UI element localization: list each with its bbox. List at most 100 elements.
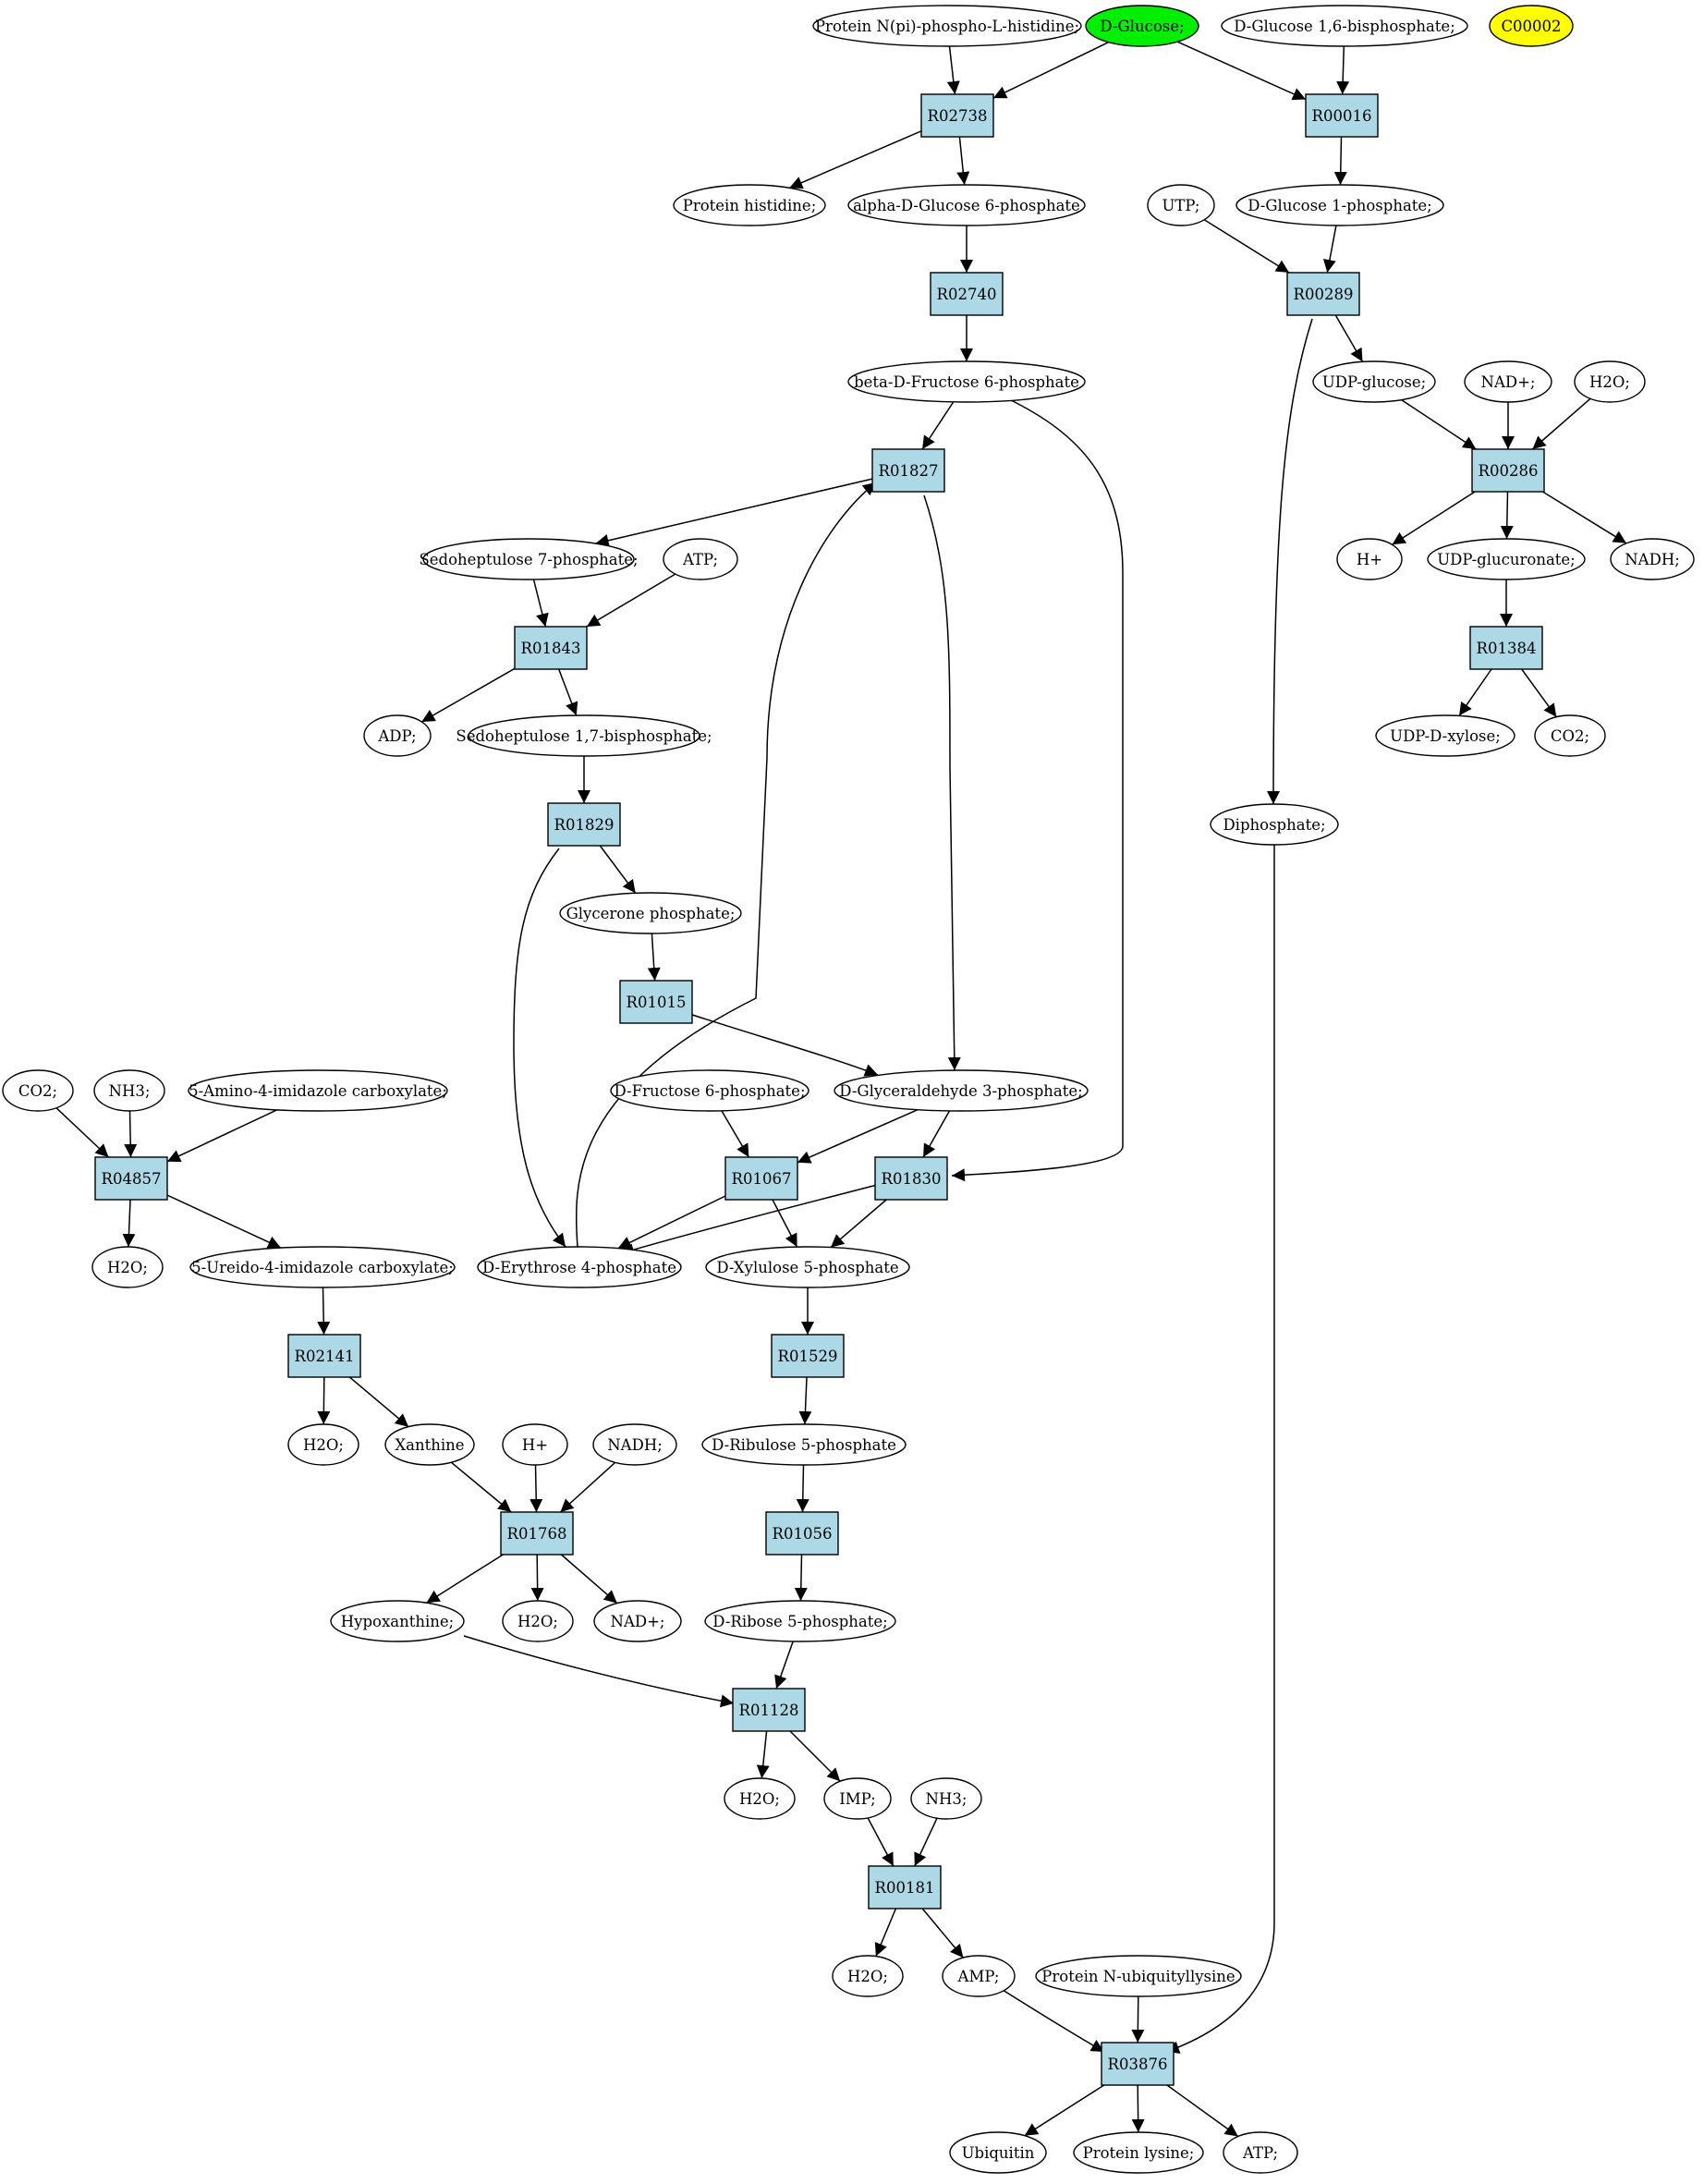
node-label: D-Glyceraldehyde 3-phosphate;: [839, 1082, 1082, 1100]
compound-node-g16bp[interactable]: D-Glucose 1,6-bisphosphate;: [1221, 5, 1468, 47]
reaction-node-r01843[interactable]: R01843: [514, 626, 588, 670]
edge-R01827-to-gap: [923, 494, 961, 1071]
compound-node-udpglc[interactable]: UDP-glucose;: [1312, 360, 1436, 403]
reaction-node-r01529[interactable]: R01529: [771, 1334, 845, 1378]
reaction-node-r00286[interactable]: R00286: [1471, 448, 1545, 493]
node-label: R01529: [778, 1348, 838, 1365]
compound-node-bf6p[interactable]: beta-D-Fructose 6-phosphate: [847, 360, 1086, 403]
compound-node-diphos[interactable]: Diphosphate;: [1210, 803, 1339, 846]
node-label: R02740: [937, 286, 997, 303]
edge-hyp-to-R01128: [463, 1635, 735, 1708]
compound-node-hyp[interactable]: Hypoxanthine;: [330, 1600, 465, 1642]
edge-udpglc-to-R00286: [1401, 399, 1477, 450]
node-label: R04857: [102, 1170, 162, 1188]
node-label: CO2;: [18, 1082, 57, 1100]
reaction-node-r01829[interactable]: R01829: [547, 802, 621, 847]
compound-node-aic[interactable]: 5-Amino-4-imidazole carboxylate;: [188, 1069, 448, 1112]
compound-node-s17bp[interactable]: Sedoheptulose 1,7-bisphosphate;: [456, 714, 712, 757]
compound-node-e4p[interactable]: D-Erythrose 4-phosphate: [477, 1246, 682, 1288]
reaction-node-r00181[interactable]: R00181: [868, 1865, 942, 1909]
reaction-node-r01056[interactable]: R01056: [765, 1511, 839, 1556]
node-label: Protein N-ubiquityllysine: [1041, 1968, 1235, 1985]
compound-node-protlys[interactable]: Protein lysine;: [1073, 2131, 1204, 2174]
compound-node-h2o_a[interactable]: H2O;: [1574, 360, 1646, 403]
reaction-node-r02740[interactable]: R02740: [930, 272, 1004, 316]
compound-node-nadh2[interactable]: NADH;: [592, 1423, 677, 1466]
compound-node-h2o_c[interactable]: H2O;: [287, 1423, 359, 1466]
reaction-node-r01015[interactable]: R01015: [619, 980, 693, 1024]
compound-node-r5p[interactable]: D-Ribose 5-phosphate;: [704, 1600, 896, 1642]
compound-ellipse: [812, 5, 1082, 47]
node-label: UDP-glucuronate;: [1437, 551, 1575, 568]
reaction-node-r01768[interactable]: R01768: [500, 1511, 574, 1556]
compound-node-s7p[interactable]: Sedoheptulose 7-phosphate;: [419, 538, 639, 580]
reaction-node-r01384[interactable]: R01384: [1469, 626, 1543, 670]
reaction-node-r02738[interactable]: R02738: [920, 93, 994, 138]
compound-node-ubiq[interactable]: Ubiquitin: [949, 2131, 1047, 2174]
edge-uic-to-R02141: [317, 1287, 331, 1336]
compound-node-hplus1[interactable]: H+: [1336, 538, 1403, 580]
compound-node-atp1[interactable]: ATP;: [663, 538, 738, 580]
compound-ellipse: [705, 1246, 910, 1288]
compound-node-atp2[interactable]: ATP;: [1223, 2131, 1298, 2174]
compound-node-h2o_b[interactable]: H2O;: [91, 1246, 164, 1288]
compound-node-udpgluc[interactable]: UDP-glucuronate;: [1427, 538, 1586, 580]
compound-node-nadp1[interactable]: NAD+;: [1464, 360, 1552, 403]
compound-node-ru5p[interactable]: D-Ribulose 5-phosphate: [701, 1423, 907, 1466]
compound-node-pnubl[interactable]: Protein N-ubiquityllysine: [1035, 1955, 1242, 1997]
compound-node-g1p[interactable]: D-Glucose 1-phosphate;: [1235, 184, 1444, 226]
compound-node-udpxyl[interactable]: UDP-D-xylose;: [1375, 714, 1515, 757]
compound-node-co2_b[interactable]: CO2;: [2, 1069, 74, 1112]
reaction-box: [765, 1511, 839, 1556]
compound-node-uic[interactable]: 5-Ureido-4-imidazole carboxylate;: [189, 1246, 456, 1288]
reaction-node-r01067[interactable]: R01067: [724, 1156, 798, 1201]
compound-node-xan[interactable]: Xanthine: [384, 1423, 475, 1466]
compound-node-amp[interactable]: AMP;: [942, 1955, 1016, 1997]
compound-node-nh3_a[interactable]: NH3;: [93, 1069, 165, 1112]
compound-ellipse: [1336, 538, 1403, 580]
compound-node-hplus2[interactable]: H+: [502, 1423, 568, 1466]
compound-node-h2o_e[interactable]: H2O;: [724, 1777, 796, 1820]
reaction-node-r04857[interactable]: R04857: [94, 1156, 168, 1201]
node-label: 5-Amino-4-imidazole carboxylate;: [189, 1082, 447, 1100]
compound-node-nadp2[interactable]: NAD+;: [593, 1600, 682, 1642]
compound-node-f6p[interactable]: D-Fructose 6-phosphate;: [610, 1069, 809, 1112]
compound-ellipse: [1312, 360, 1436, 403]
compound-node-nadh1[interactable]: NADH;: [1610, 538, 1695, 580]
compound-node-glucose[interactable]: D-Glucose;: [1085, 5, 1199, 47]
reaction-node-r00289[interactable]: R00289: [1286, 272, 1360, 316]
compound-node-gap[interactable]: D-Glyceraldehyde 3-phosphate;: [834, 1069, 1089, 1112]
compound-node-prothis[interactable]: Protein histidine;: [673, 184, 826, 226]
compound-ellipse: [1223, 2131, 1298, 2174]
node-label: UDP-glucose;: [1322, 373, 1426, 391]
compound-node-nh3_b[interactable]: NH3;: [910, 1777, 982, 1820]
reaction-node-r02141[interactable]: R02141: [287, 1334, 361, 1378]
compound-node-imp[interactable]: IMP;: [823, 1777, 892, 1820]
edge-glucose-to-R00016: [1176, 41, 1307, 101]
edge-R03876-to-atp2: [1166, 2084, 1239, 2138]
compound-node-ag6p[interactable]: alpha-D-Glucose 6-phosphate: [847, 184, 1086, 226]
reaction-node-r01830[interactable]: R01830: [874, 1156, 948, 1201]
edge-bf6p-to-R01827: [921, 401, 955, 450]
compound-node-c00002[interactable]: C00002: [1489, 5, 1574, 47]
compound-node-glyp[interactable]: Glycerone phosphate;: [559, 892, 742, 934]
compound-node-co2_a[interactable]: CO2;: [1534, 714, 1606, 757]
compound-node-h2o_f[interactable]: H2O;: [832, 1955, 904, 1997]
edge-R01067-to-x5p: [772, 1199, 798, 1248]
compound-node-h2o_d[interactable]: H2O;: [502, 1600, 574, 1642]
node-label: H+: [1357, 551, 1382, 568]
reaction-box: [920, 93, 994, 138]
compound-node-x5p[interactable]: D-Xylulose 5-phosphate: [705, 1246, 910, 1288]
reaction-node-r01128[interactable]: R01128: [732, 1688, 806, 1732]
node-label: H2O;: [739, 1790, 780, 1808]
reaction-node-r00016[interactable]: R00016: [1305, 93, 1379, 138]
node-label: NAD+;: [1481, 373, 1536, 391]
node-label: beta-D-Fructose 6-phosphate: [854, 373, 1079, 391]
reaction-node-r01827[interactable]: R01827: [871, 448, 945, 493]
reaction-box: [94, 1156, 168, 1201]
compound-node-utp[interactable]: UTP;: [1147, 184, 1215, 226]
reaction-node-r03876[interactable]: R03876: [1101, 2042, 1175, 2086]
compound-node-adp[interactable]: ADP;: [363, 714, 432, 757]
compound-ellipse: [502, 1423, 568, 1466]
compound-node-npphis[interactable]: Protein N(pi)-phospho-L-histidine;: [812, 5, 1082, 47]
